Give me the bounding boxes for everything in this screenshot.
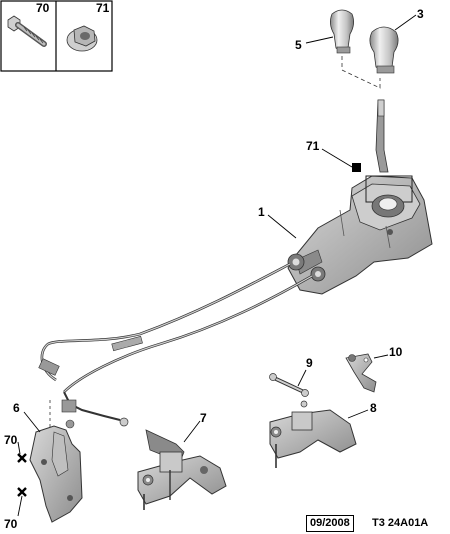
label-70-lower: 70: [4, 517, 18, 531]
gear-lever-housing: [287, 175, 433, 295]
screw-marker-lower: [17, 487, 27, 497]
label-3: 3: [417, 7, 424, 21]
screw-icon: [7, 15, 47, 47]
label-5: 5: [295, 38, 302, 52]
footer-code: T3 24A01A: [372, 517, 429, 529]
label-7: 7: [200, 411, 207, 425]
linkage-assembly-right: [269, 400, 357, 468]
screw-marker-upper: [17, 453, 27, 463]
mounting-bracket: [29, 400, 83, 523]
linkage-assembly-left: [137, 429, 227, 510]
clip-icon: [352, 163, 361, 172]
gear-lever-shaft: [375, 99, 389, 173]
cable-clamp: [345, 353, 377, 393]
inset-screw-label: 70: [36, 1, 50, 15]
label-71: 71: [306, 139, 320, 153]
gear-knob-large: [369, 26, 399, 74]
label-9: 9: [306, 356, 313, 370]
inset-box: [0, 0, 113, 72]
label-6: 6: [13, 401, 20, 415]
link-rod: [269, 373, 309, 397]
nut-icon: [66, 25, 98, 52]
label-8: 8: [370, 401, 377, 415]
gear-knob-small: [330, 9, 354, 54]
label-70-upper: 70: [4, 433, 18, 447]
footer-date: 09/2008: [306, 515, 354, 532]
part-number-labels: 70 71 5 3 71 1 6 70 70 7 8 9 10: [4, 1, 424, 531]
leader-lines: [17, 14, 417, 517]
label-1: 1: [258, 205, 265, 219]
gear-cables: [38, 262, 313, 429]
label-10: 10: [389, 345, 403, 359]
inset-nut-label: 71: [96, 1, 110, 15]
